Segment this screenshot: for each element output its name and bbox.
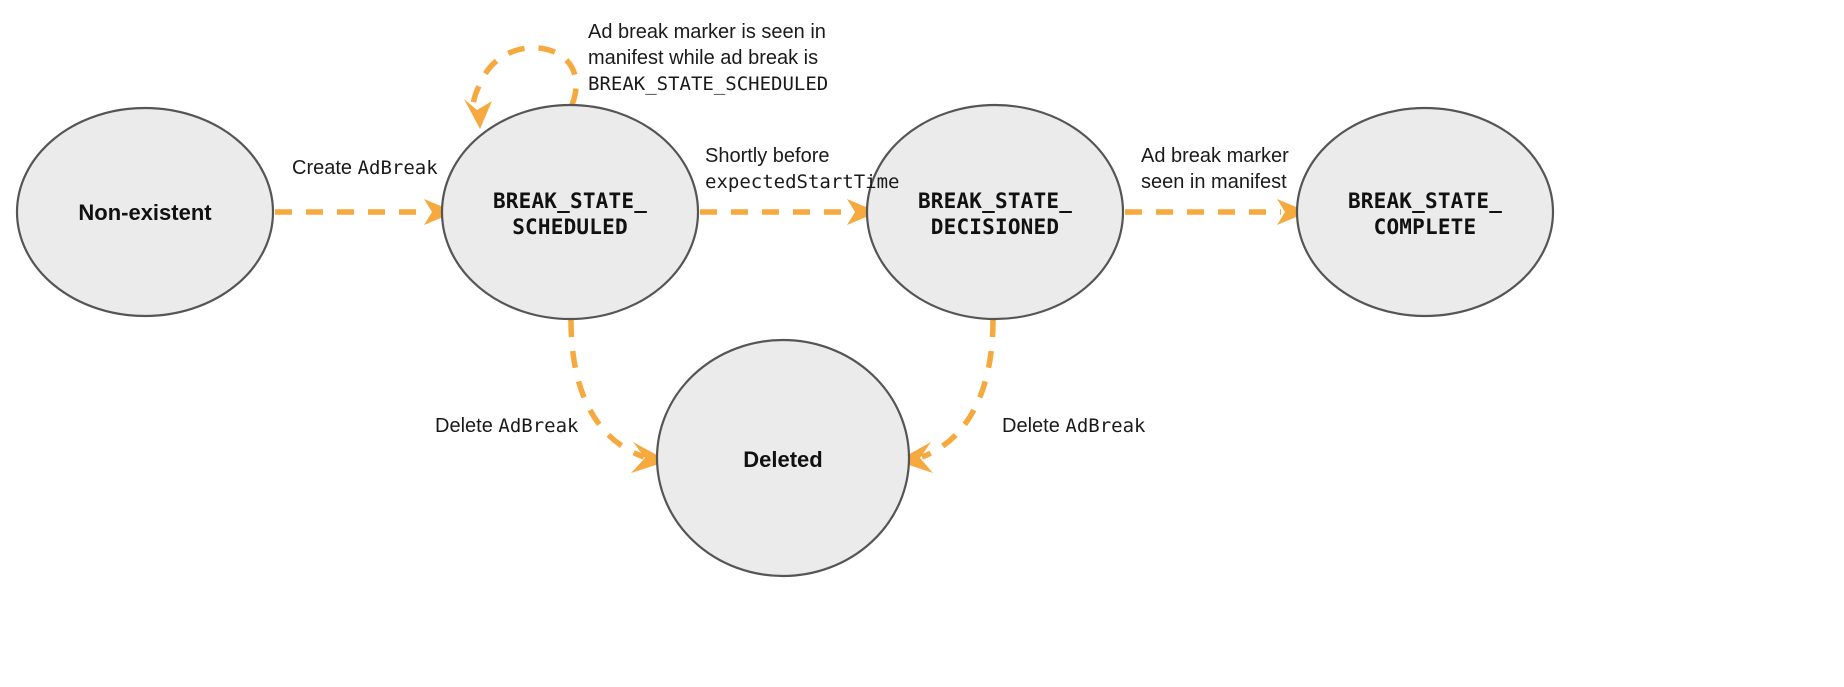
edge-create-adbreak-arrowhead: [424, 199, 455, 225]
edge-label-shortly-before-line2: expectedStartTime: [705, 171, 899, 193]
node-break-state-complete-label-line2: COMPLETE: [1374, 215, 1477, 239]
edge-label-marker-seen-in-manifest-line1: Ad break marker: [1141, 145, 1289, 167]
edge-label-delete-from-decisioned-part-sans: Delete: [1002, 415, 1065, 437]
node-non-existent-label: Non-existent: [78, 200, 212, 225]
node-break-state-complete-shape[interactable]: [1295, 106, 1555, 318]
node-break-state-complete[interactable]: BREAK_STATE_ COMPLETE: [1295, 106, 1555, 318]
node-break-state-decisioned-label-line2: DECISIONED: [931, 215, 1059, 239]
edge-delete-from-decisioned-arrowhead: [897, 442, 933, 473]
node-break-state-scheduled[interactable]: BREAK_STATE_ SCHEDULED: [440, 103, 700, 321]
edge-label-marker-seen-in-manifest-line2: seen in manifest: [1141, 171, 1287, 193]
edge-label-marker-seen-in-manifest: Ad break marker seen in manifest: [1141, 145, 1289, 193]
edge-shortly-before-arrowhead: [847, 199, 878, 225]
edge-marker-seen-in-manifest: [1125, 199, 1308, 225]
edge-label-delete-from-decisioned-part-mono: AdBreak: [1065, 415, 1146, 437]
edge-label-create-adbreak: Create AdBreak: [292, 157, 438, 179]
edge-label-shortly-before: Shortly before expectedStartTime: [705, 145, 899, 193]
node-non-existent[interactable]: Non-existent: [15, 106, 275, 318]
edge-marker-seen-while-scheduled: [464, 45, 579, 129]
edge-label-delete-from-scheduled-part-mono: AdBreak: [498, 415, 579, 437]
edge-delete-from-scheduled-curve: [568, 319, 645, 460]
node-break-state-decisioned-label-line1: BREAK_STATE_: [918, 189, 1072, 213]
node-deleted[interactable]: Deleted: [655, 338, 911, 578]
edge-label-shortly-before-line1: Shortly before: [705, 145, 830, 167]
node-non-existent-shape[interactable]: [15, 106, 275, 318]
edge-delete-from-scheduled: [568, 319, 668, 473]
edge-delete-from-scheduled-arrowhead: [631, 442, 668, 473]
edge-shortly-before: [700, 199, 878, 225]
edge-marker-seen-while-scheduled-arc: [470, 45, 579, 113]
edge-label-marker-seen-while-scheduled-line1: Ad break marker is seen in: [588, 21, 826, 43]
node-deleted-shape[interactable]: [655, 338, 911, 578]
node-deleted-label: Deleted: [743, 447, 822, 472]
edge-create-adbreak: [275, 199, 455, 225]
edge-label-delete-from-scheduled-part-sans: Delete: [435, 415, 498, 437]
edge-label-create-adbreak-part-sans: Create: [292, 157, 358, 179]
node-break-state-scheduled-label-line2: SCHEDULED: [512, 215, 628, 239]
edge-label-marker-seen-while-scheduled-line3: BREAK_STATE_SCHEDULED: [588, 73, 828, 95]
node-break-state-scheduled-label-line1: BREAK_STATE_: [493, 189, 647, 213]
edge-delete-from-decisioned-curve: [921, 319, 996, 460]
edge-marker-seen-while-scheduled-arrowhead: [464, 99, 492, 129]
edge-marker-seen-in-manifest-arrowhead: [1277, 199, 1308, 225]
edge-label-create-adbreak-part-mono: AdBreak: [358, 157, 439, 179]
node-break-state-complete-label-line1: BREAK_STATE_: [1348, 189, 1502, 213]
node-break-state-scheduled-shape[interactable]: [440, 103, 700, 321]
edge-label-delete-from-scheduled: Delete AdBreak: [435, 415, 579, 437]
edge-delete-from-decisioned: [897, 319, 996, 473]
edge-label-marker-seen-while-scheduled: Ad break marker is seen in manifest whil…: [588, 21, 828, 95]
edge-label-delete-from-decisioned: Delete AdBreak: [1002, 415, 1146, 437]
node-break-state-decisioned-shape[interactable]: [865, 103, 1125, 321]
edge-label-marker-seen-while-scheduled-line2: manifest while ad break is: [588, 47, 818, 69]
node-break-state-decisioned[interactable]: BREAK_STATE_ DECISIONED: [865, 103, 1125, 321]
